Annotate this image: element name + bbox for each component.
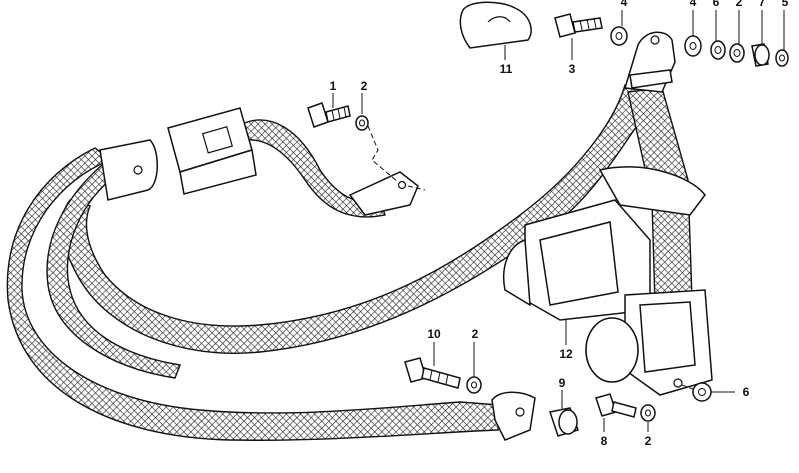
callout-10: 10 — [427, 327, 441, 341]
buckle-anchor-bracket — [348, 171, 419, 216]
washer-6-bottom — [692, 382, 712, 402]
lower-loop-strap — [6, 147, 501, 441]
callout-2: 2 — [645, 434, 652, 448]
leader-lines — [332, 10, 785, 432]
callout-4: 4 — [621, 0, 628, 9]
assembly-line-buckle-tail — [407, 185, 426, 191]
retractor-assembly-12 — [503, 166, 713, 396]
nut-5 — [775, 49, 789, 67]
assembly-line-buckle-bolt — [367, 125, 399, 183]
callout-labels: 1 2 11 3 4 4 6 2 7 5 12 10 2 9 8 2 6 — [330, 0, 789, 448]
tongue-plate — [99, 139, 158, 201]
washer-2-bottom — [640, 404, 656, 422]
callout-6: 6 — [743, 385, 750, 399]
callout-5: 5 — [782, 0, 789, 9]
washer-2-top-right — [729, 43, 745, 63]
washer-2-upper-left — [355, 115, 369, 131]
bolt-8 — [595, 393, 637, 418]
bolt-3 — [554, 13, 603, 38]
washer-4-right — [684, 35, 702, 57]
lower-anchor-plate — [491, 391, 536, 441]
washer-2-mid — [466, 376, 482, 394]
callout-6: 6 — [713, 0, 720, 9]
callout-7: 7 — [759, 0, 766, 9]
callout-2: 2 — [472, 327, 479, 341]
spacer-9 — [549, 407, 579, 437]
callout-3: 3 — [569, 62, 576, 76]
trim-cover-11 — [459, 1, 532, 49]
washer-4-left — [610, 26, 628, 46]
assembly-line-retractor-washer — [681, 384, 694, 390]
spacer-7 — [751, 43, 770, 67]
callout-9: 9 — [559, 376, 566, 390]
callout-11: 11 — [500, 62, 513, 76]
washer-6-top — [710, 40, 726, 60]
bolt-1 — [307, 102, 351, 128]
callout-2: 2 — [361, 79, 368, 93]
buckle-housing — [167, 107, 257, 195]
callout-8: 8 — [601, 434, 608, 448]
bolt-10 — [404, 357, 461, 389]
callout-12: 12 — [559, 347, 573, 361]
callout-4: 4 — [690, 0, 697, 9]
callout-1: 1 — [330, 79, 337, 93]
top-anchor-plate — [624, 31, 676, 93]
callout-2: 2 — [736, 0, 743, 9]
